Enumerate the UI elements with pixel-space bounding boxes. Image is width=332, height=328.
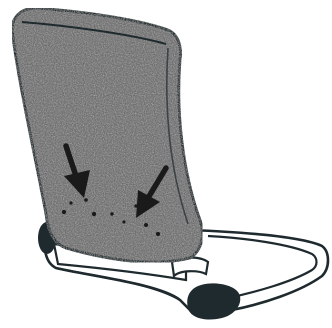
stain-dot [110, 212, 113, 215]
stain-dot [144, 223, 148, 227]
hinge-right [187, 283, 240, 319]
stain-dot [62, 210, 66, 214]
stain-dot [92, 212, 96, 216]
stain-dot [122, 220, 125, 223]
stain-dot [84, 198, 88, 202]
backrest-body [12, 8, 202, 262]
stain-dot [69, 201, 72, 204]
seat-backrest [12, 8, 202, 262]
stain-dot [156, 232, 160, 236]
